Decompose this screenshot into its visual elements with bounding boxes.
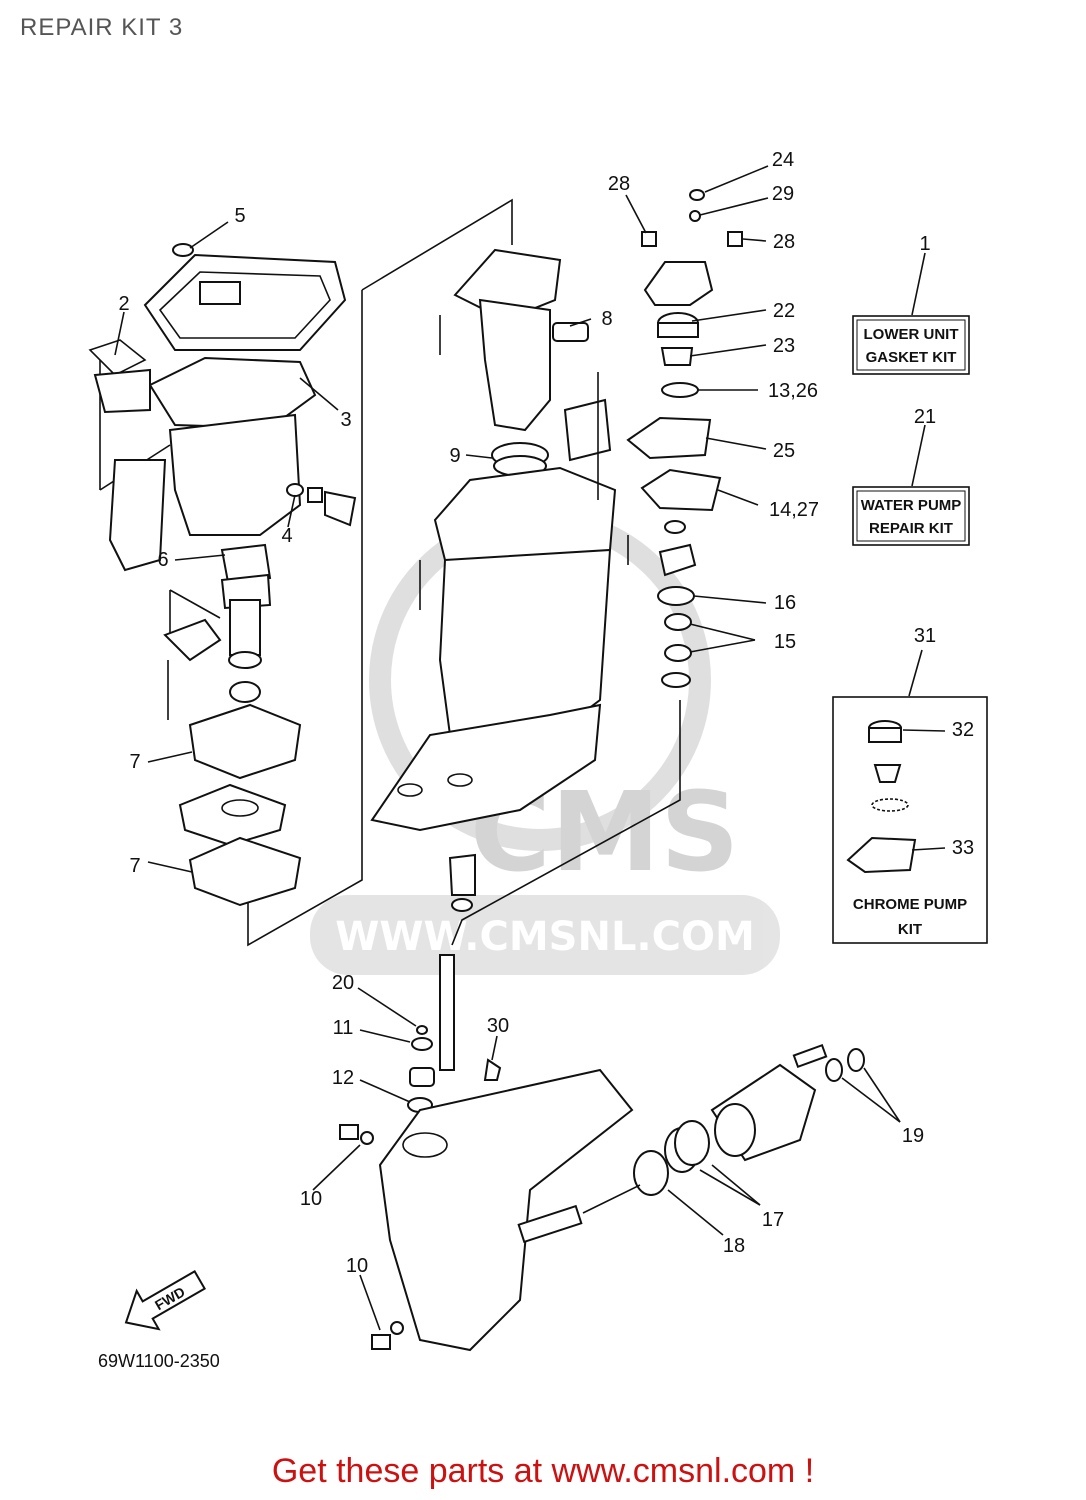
- drain-screw-10a-shape: [339, 1124, 359, 1140]
- callout-numbers: 1 2 3 4 5 6 7 7 8 9 10 10 11 12 13,26 14…: [118, 149, 974, 1277]
- rubber-8-shape: [552, 322, 589, 342]
- callout-6: 6: [157, 549, 168, 571]
- callout-22: 22: [773, 300, 795, 322]
- callout-23: 23: [773, 335, 795, 357]
- leader-lines: [114, 165, 901, 1331]
- callout-2: 2: [118, 293, 129, 315]
- forward-arrow-icon: FWD: [124, 1269, 207, 1331]
- callout-18: 18: [723, 1235, 745, 1257]
- lower-unit-kit-line1: LOWER UNIT: [864, 326, 959, 343]
- water-pump-repair-kit-box: WATER PUMP REPAIR KIT: [852, 424, 970, 546]
- footer-link[interactable]: Get these parts at www.cmsnl.com !: [271, 1452, 815, 1490]
- callout-12: 12: [332, 1067, 354, 1089]
- gasket-7a-shape: [188, 703, 302, 780]
- callout-17: 17: [762, 1209, 784, 1231]
- lower-unit-kit-line2: GASKET KIT: [866, 349, 957, 366]
- callout-28a: 28: [608, 173, 630, 195]
- callout-3: 3: [340, 409, 351, 431]
- callout-1: 1: [919, 233, 930, 255]
- callout-10b: 10: [346, 1255, 368, 1277]
- bolt-28a-shape: [641, 231, 657, 247]
- oil-seal-5-shape: [172, 243, 194, 257]
- callout-32: 32: [952, 719, 974, 741]
- exploded-parts-diagram: CMS WWW.CMSNL.COM: [88, 149, 988, 1371]
- callout-9: 9: [449, 445, 460, 467]
- callout-4: 4: [281, 525, 292, 547]
- callout-33: 33: [952, 837, 974, 859]
- callout-19: 19: [902, 1125, 924, 1147]
- drive-shaft-shape: [439, 954, 455, 1071]
- chrome-pump-kit-line2: KIT: [898, 921, 922, 938]
- callout-29: 29: [772, 183, 794, 205]
- o-ring-16-shape: [657, 586, 695, 606]
- lower-unit-gasket-kit-box: LOWER UNIT GASKET KIT: [852, 252, 970, 375]
- callout-7b: 7: [129, 855, 140, 877]
- circlip-20-shape: [416, 1025, 428, 1035]
- callout-11: 11: [333, 1017, 354, 1039]
- collar-29-shape: [689, 210, 701, 222]
- o-ring-13-shape: [661, 382, 699, 398]
- callout-25: 25: [773, 440, 795, 462]
- o-ring-17b-shape: [674, 1120, 710, 1166]
- callout-31: 31: [914, 625, 936, 647]
- water-pump-parts: [626, 189, 743, 688]
- drain-screw-10b-shape: [371, 1334, 391, 1350]
- callout-15: 15: [774, 631, 796, 653]
- o-ring-18-shape: [633, 1150, 669, 1196]
- drive-shaft-housing: [370, 248, 629, 912]
- oil-seal-15a-shape: [664, 613, 692, 631]
- impeller-23-shape: [660, 347, 694, 366]
- callout-21: 21: [914, 406, 936, 428]
- key-30-shape: [483, 1058, 502, 1081]
- callout-13-26: 13,26: [768, 380, 818, 402]
- bolt-28b-shape: [727, 231, 743, 247]
- gasket-6-shape: [220, 543, 272, 584]
- callout-5: 5: [234, 205, 245, 227]
- watermark-url: WWW.CMSNL.COM: [335, 914, 755, 960]
- oil-seal-19a-shape: [825, 1058, 843, 1082]
- gasket-7b-shape: [188, 836, 302, 907]
- water-pump-kit-line1: WATER PUMP: [861, 497, 962, 514]
- upper-casing-assembly: [88, 243, 357, 907]
- outer-plate-25-shape: [626, 416, 712, 460]
- callout-16: 16: [774, 592, 796, 614]
- gasket-14-shape: [640, 468, 722, 512]
- oil-seal-19b-shape: [847, 1048, 865, 1072]
- grommet-24-shape: [689, 189, 705, 201]
- callout-20: 20: [332, 972, 354, 994]
- chrome-pump-kit-line1: CHROME PUMP: [853, 896, 967, 913]
- callout-24: 24: [772, 149, 794, 171]
- callout-8: 8: [601, 308, 612, 330]
- lower-unit-assembly: [339, 954, 865, 1352]
- page-title: REPAIR KIT 3: [20, 14, 184, 41]
- shim-11-shape: [411, 1037, 433, 1051]
- diagram-code: 69W1100-2350: [98, 1351, 220, 1371]
- water-pump-kit-line2: REPAIR KIT: [869, 520, 953, 537]
- chrome-pump-kit-box: CHROME PUMP KIT: [832, 649, 988, 944]
- callout-10a: 10: [300, 1188, 322, 1210]
- gasket-3-shape: [148, 356, 317, 430]
- callout-28b: 28: [773, 231, 795, 253]
- frame-lines: [99, 198, 681, 947]
- callout-30: 30: [487, 1015, 509, 1037]
- oil-seal-15b-shape: [664, 644, 692, 662]
- callout-7a: 7: [129, 751, 140, 773]
- callout-14-27: 14,27: [769, 499, 819, 521]
